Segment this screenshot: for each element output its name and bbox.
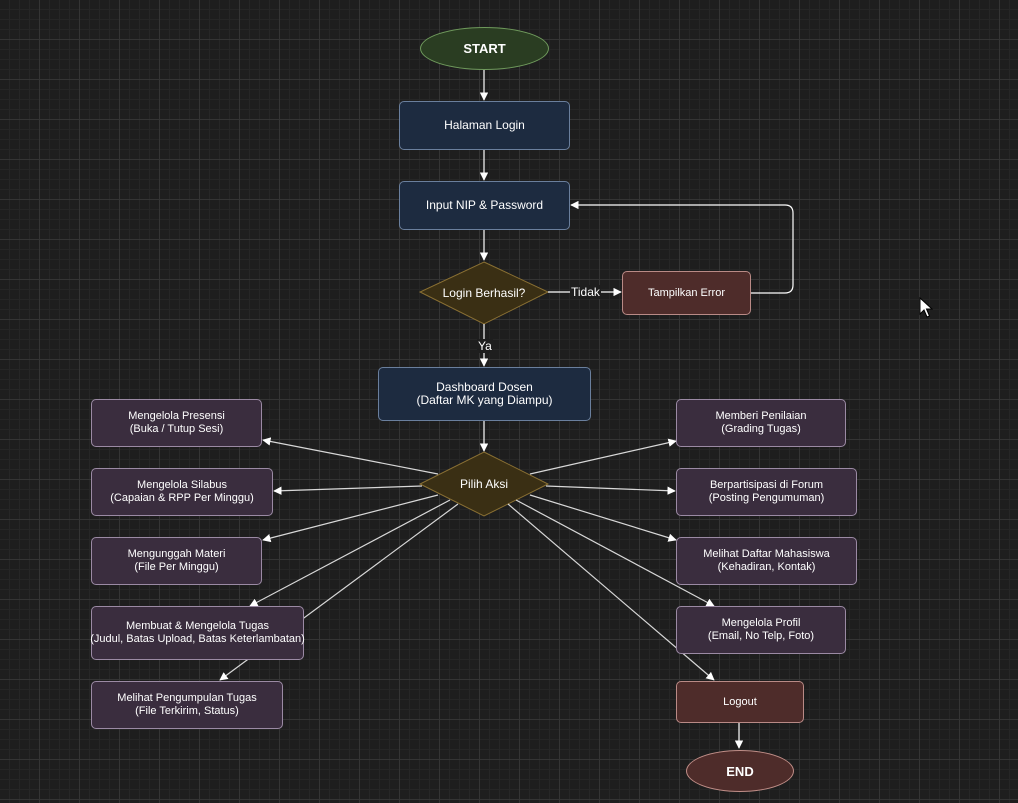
edge-to-profil: [515, 499, 715, 607]
pengumpulan-line1: Melihat Pengumpulan Tugas: [117, 692, 257, 704]
logout-label: Logout: [723, 695, 757, 708]
end-label: END: [726, 763, 754, 779]
profil-line2: (Email, No Telp, Foto): [707, 630, 815, 642]
mahasiswa-line1: Melihat Daftar Mahasiswa: [703, 548, 830, 560]
edge-label-tidak: Tidak: [570, 285, 601, 299]
forum-line2: (Posting Pengumuman): [708, 492, 825, 504]
mouse-pointer-icon: [919, 297, 933, 318]
mengunggah-materi-node[interactable]: Mengunggah Materi (File Per Minggu): [91, 537, 262, 585]
edge-error-back-to-input: [570, 200, 794, 294]
presensi-line2: (Buka / Tutup Sesi): [129, 423, 224, 435]
edge-to-forum: [545, 485, 676, 495]
silabus-line1: Mengelola Silabus: [137, 479, 227, 491]
input-nip-label: Input NIP & Password: [425, 198, 544, 212]
mahasiswa-line2: (Kehadiran, Kontak): [717, 561, 816, 573]
start-node[interactable]: START: [420, 27, 549, 70]
dashboard-line1: Dashboard Dosen: [436, 380, 533, 394]
edge-to-silabus: [273, 485, 423, 495]
dashboard-dosen-node[interactable]: Dashboard Dosen (Daftar MK yang Diampu): [378, 367, 591, 421]
logout-node[interactable]: Logout: [676, 681, 804, 723]
materi-line2: (File Per Minggu): [134, 561, 219, 573]
dashboard-line2: (Daftar MK yang Diampu): [416, 393, 553, 407]
mengelola-silabus-node[interactable]: Mengelola Silabus (Capaian & RPP Per Min…: [91, 468, 273, 516]
forum-node[interactable]: Berpartisipasi di Forum (Posting Pengumu…: [676, 468, 857, 516]
penilaian-line1: Memberi Penilaian: [715, 410, 807, 422]
edge-to-presensi: [262, 437, 439, 475]
login-berhasil-label: Login Berhasil?: [442, 285, 526, 300]
edge-label-ya: Ya: [477, 339, 493, 353]
edge-to-materi: [262, 494, 439, 543]
materi-line1: Mengunggah Materi: [127, 548, 226, 560]
profil-line1: Mengelola Profil: [721, 617, 801, 629]
edge-to-mahasiswa: [529, 494, 677, 542]
mengelola-presensi-node[interactable]: Mengelola Presensi (Buka / Tutup Sesi): [91, 399, 262, 447]
presensi-line1: Mengelola Presensi: [128, 410, 225, 422]
input-nip-node[interactable]: Input NIP & Password: [399, 181, 570, 230]
mengelola-profil-node[interactable]: Mengelola Profil (Email, No Telp, Foto): [676, 606, 846, 654]
tampilkan-error-node[interactable]: Tampilkan Error: [622, 271, 751, 315]
daftar-mahasiswa-node[interactable]: Melihat Daftar Mahasiswa (Kehadiran, Kon…: [676, 537, 857, 585]
edge-to-penilaian: [529, 438, 677, 475]
start-label: START: [463, 41, 506, 56]
tugas-line2: (Judul, Batas Upload, Batas Keterlambata…: [90, 633, 305, 645]
memberi-penilaian-node[interactable]: Memberi Penilaian (Grading Tugas): [676, 399, 846, 447]
silabus-line2: (Capaian & RPP Per Minggu): [110, 492, 254, 504]
melihat-pengumpulan-node[interactable]: Melihat Pengumpulan Tugas (File Terkirim…: [91, 681, 283, 729]
forum-line1: Berpartisipasi di Forum: [709, 479, 824, 491]
end-node[interactable]: END: [686, 750, 794, 792]
penilaian-line2: (Grading Tugas): [721, 423, 801, 435]
login-berhasil-decision[interactable]: Login Berhasil?: [420, 262, 548, 324]
pilih-aksi-label: Pilih Aksi: [459, 476, 509, 491]
tampilkan-error-label: Tampilkan Error: [647, 286, 726, 299]
tugas-line1: Membuat & Mengelola Tugas: [125, 620, 270, 632]
halaman-login-label: Halaman Login: [444, 118, 525, 132]
pilih-aksi-decision[interactable]: Pilih Aksi: [420, 452, 548, 516]
pengumpulan-line2: (File Terkirim, Status): [135, 705, 239, 717]
membuat-tugas-node[interactable]: Membuat & Mengelola Tugas (Judul, Batas …: [90, 606, 305, 660]
edge-to-tugas: [249, 499, 451, 607]
halaman-login-node[interactable]: Halaman Login: [399, 101, 570, 150]
